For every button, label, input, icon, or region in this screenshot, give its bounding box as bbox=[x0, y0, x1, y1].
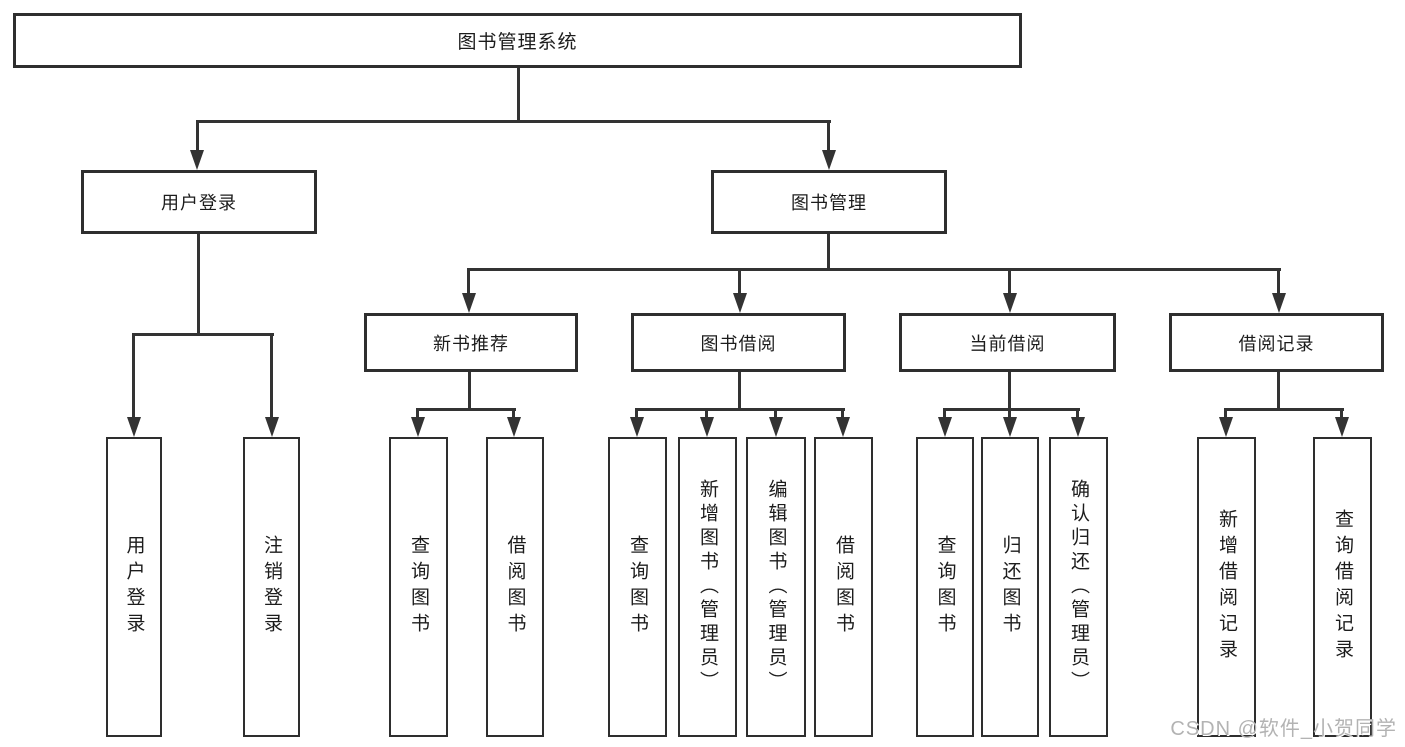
connector-to-book-borrowing bbox=[738, 268, 741, 295]
arrowhead-return-books bbox=[1003, 417, 1017, 437]
arrowhead-borrowing-records bbox=[1272, 293, 1286, 313]
arrowhead-current-borrowing bbox=[1003, 293, 1017, 313]
connector-to-add-books-admin bbox=[705, 408, 708, 419]
connector-to-borrow-books-borrowing bbox=[841, 408, 844, 419]
connector-root-stem bbox=[517, 68, 520, 122]
node-user-login-group: 用户登录 bbox=[81, 170, 317, 234]
connector-book-borrowing-stem bbox=[738, 372, 741, 410]
node-user-login-group-label: 用户登录 bbox=[161, 193, 237, 213]
watermark: CSDN @软件_小贺同学 bbox=[1170, 718, 1397, 740]
connector-book-borrowing-branch bbox=[636, 408, 845, 411]
arrowhead-query-borrowing-record bbox=[1335, 417, 1349, 437]
node-edit-books-admin-label: 编辑图书（管理员） bbox=[765, 479, 787, 695]
connector-to-query-books-current bbox=[943, 408, 946, 419]
node-book-borrowing: 图书借阅 bbox=[631, 313, 846, 372]
node-query-books-recommend-label: 查询图书 bbox=[408, 535, 429, 639]
connector-to-user-login-group bbox=[196, 120, 199, 153]
node-return-books-label: 归还图书 bbox=[999, 535, 1021, 639]
arrowhead-book-management bbox=[822, 150, 836, 170]
connector-to-query-borrowing-record bbox=[1340, 408, 1343, 419]
arrowhead-edit-books-admin bbox=[769, 417, 783, 437]
node-query-books-recommend: 查询图书 bbox=[389, 437, 448, 737]
node-new-book-recommend-label: 新书推荐 bbox=[433, 333, 509, 354]
node-logout: 注销登录 bbox=[243, 437, 300, 737]
node-new-book-recommend: 新书推荐 bbox=[364, 313, 578, 372]
node-confirm-return-admin-label: 确认归还（管理员） bbox=[1068, 479, 1089, 695]
arrowhead-book-borrowing bbox=[733, 293, 747, 313]
node-user-login: 用户登录 bbox=[106, 437, 162, 737]
node-query-books-current-label: 查询图书 bbox=[934, 535, 956, 639]
node-query-borrowing-record: 查询借阅记录 bbox=[1313, 437, 1372, 737]
connector-to-query-books-borrowing bbox=[635, 408, 638, 419]
connector-to-add-borrowing-record bbox=[1224, 408, 1227, 419]
connector-to-book-management bbox=[827, 120, 830, 153]
connector-to-return-books bbox=[1008, 408, 1011, 419]
arrowhead-borrow-books-borrowing bbox=[836, 417, 850, 437]
connector-to-current-borrowing bbox=[1008, 268, 1011, 295]
node-borrow-books-borrowing: 借阅图书 bbox=[814, 437, 873, 737]
connector-new-book-recommend-stem bbox=[468, 372, 471, 410]
connector-level1-branch bbox=[196, 120, 831, 123]
node-add-books-admin-label: 新增图书（管理员） bbox=[697, 479, 718, 695]
arrowhead-query-books-borrowing bbox=[630, 417, 644, 437]
connector-book-management-stem bbox=[827, 234, 830, 270]
node-add-borrowing-record-label: 新增借阅记录 bbox=[1216, 509, 1237, 665]
arrowhead-user-login-group bbox=[190, 150, 204, 170]
arrowhead-add-borrowing-record bbox=[1219, 417, 1233, 437]
node-borrow-books-borrowing-label: 借阅图书 bbox=[833, 535, 854, 639]
connector-borrowing-records-stem bbox=[1277, 372, 1280, 410]
arrowhead-query-books-current bbox=[938, 417, 952, 437]
node-borrowing-records: 借阅记录 bbox=[1169, 313, 1384, 372]
node-book-management: 图书管理 bbox=[711, 170, 947, 234]
node-book-management-label: 图书管理 bbox=[791, 193, 867, 213]
connector-to-logout bbox=[270, 333, 273, 419]
connector-current-borrowing-branch bbox=[944, 408, 1080, 411]
arrowhead-borrow-books-recommend bbox=[507, 417, 521, 437]
node-book-borrowing-label: 图书借阅 bbox=[700, 333, 777, 354]
node-add-borrowing-record: 新增借阅记录 bbox=[1197, 437, 1256, 737]
arrowhead-user-login bbox=[127, 417, 141, 437]
node-query-books-borrowing-label: 查询图书 bbox=[627, 535, 648, 639]
node-logout-label: 注销登录 bbox=[261, 535, 282, 639]
node-borrow-books-recommend: 借阅图书 bbox=[486, 437, 544, 737]
node-query-books-borrowing: 查询图书 bbox=[608, 437, 667, 737]
arrowhead-new-book-recommend bbox=[462, 293, 476, 313]
arrowhead-confirm-return-admin bbox=[1071, 417, 1085, 437]
node-borrow-books-recommend-label: 借阅图书 bbox=[504, 535, 526, 639]
arrowhead-add-books-admin bbox=[700, 417, 714, 437]
connector-to-query-books-recommend bbox=[416, 408, 419, 419]
arrowhead-logout bbox=[265, 417, 279, 437]
node-confirm-return-admin: 确认归还（管理员） bbox=[1049, 437, 1108, 737]
node-query-borrowing-record-label: 查询借阅记录 bbox=[1332, 509, 1353, 665]
connector-to-confirm-return-admin bbox=[1076, 408, 1079, 419]
node-current-borrowing: 当前借阅 bbox=[899, 313, 1116, 372]
node-add-books-admin: 新增图书（管理员） bbox=[678, 437, 737, 737]
node-query-books-current: 查询图书 bbox=[916, 437, 974, 737]
node-user-login-label: 用户登录 bbox=[123, 535, 145, 639]
node-return-books: 归还图书 bbox=[981, 437, 1039, 737]
connector-to-user-login bbox=[132, 333, 135, 419]
connector-new-book-recommend-branch bbox=[417, 408, 516, 411]
connector-to-borrowing-records bbox=[1277, 268, 1280, 295]
connector-current-borrowing-stem bbox=[1008, 372, 1011, 410]
node-root-label: 图书管理系统 bbox=[457, 32, 578, 53]
connector-to-new-book-recommend bbox=[467, 268, 470, 295]
connector-to-edit-books-admin bbox=[774, 408, 777, 419]
node-root: 图书管理系统 bbox=[13, 13, 1022, 68]
connector-user-login-stem bbox=[197, 234, 200, 335]
connector-level3-branch bbox=[468, 268, 1281, 271]
node-borrowing-records-label: 借阅记录 bbox=[1238, 333, 1315, 354]
node-edit-books-admin: 编辑图书（管理员） bbox=[746, 437, 806, 737]
connector-user-login-branch bbox=[133, 333, 274, 336]
connector-to-borrow-books-recommend bbox=[512, 408, 515, 419]
connector-borrowing-records-branch bbox=[1225, 408, 1344, 411]
node-current-borrowing-label: 当前借阅 bbox=[969, 333, 1046, 354]
arrowhead-query-books-recommend bbox=[411, 417, 425, 437]
